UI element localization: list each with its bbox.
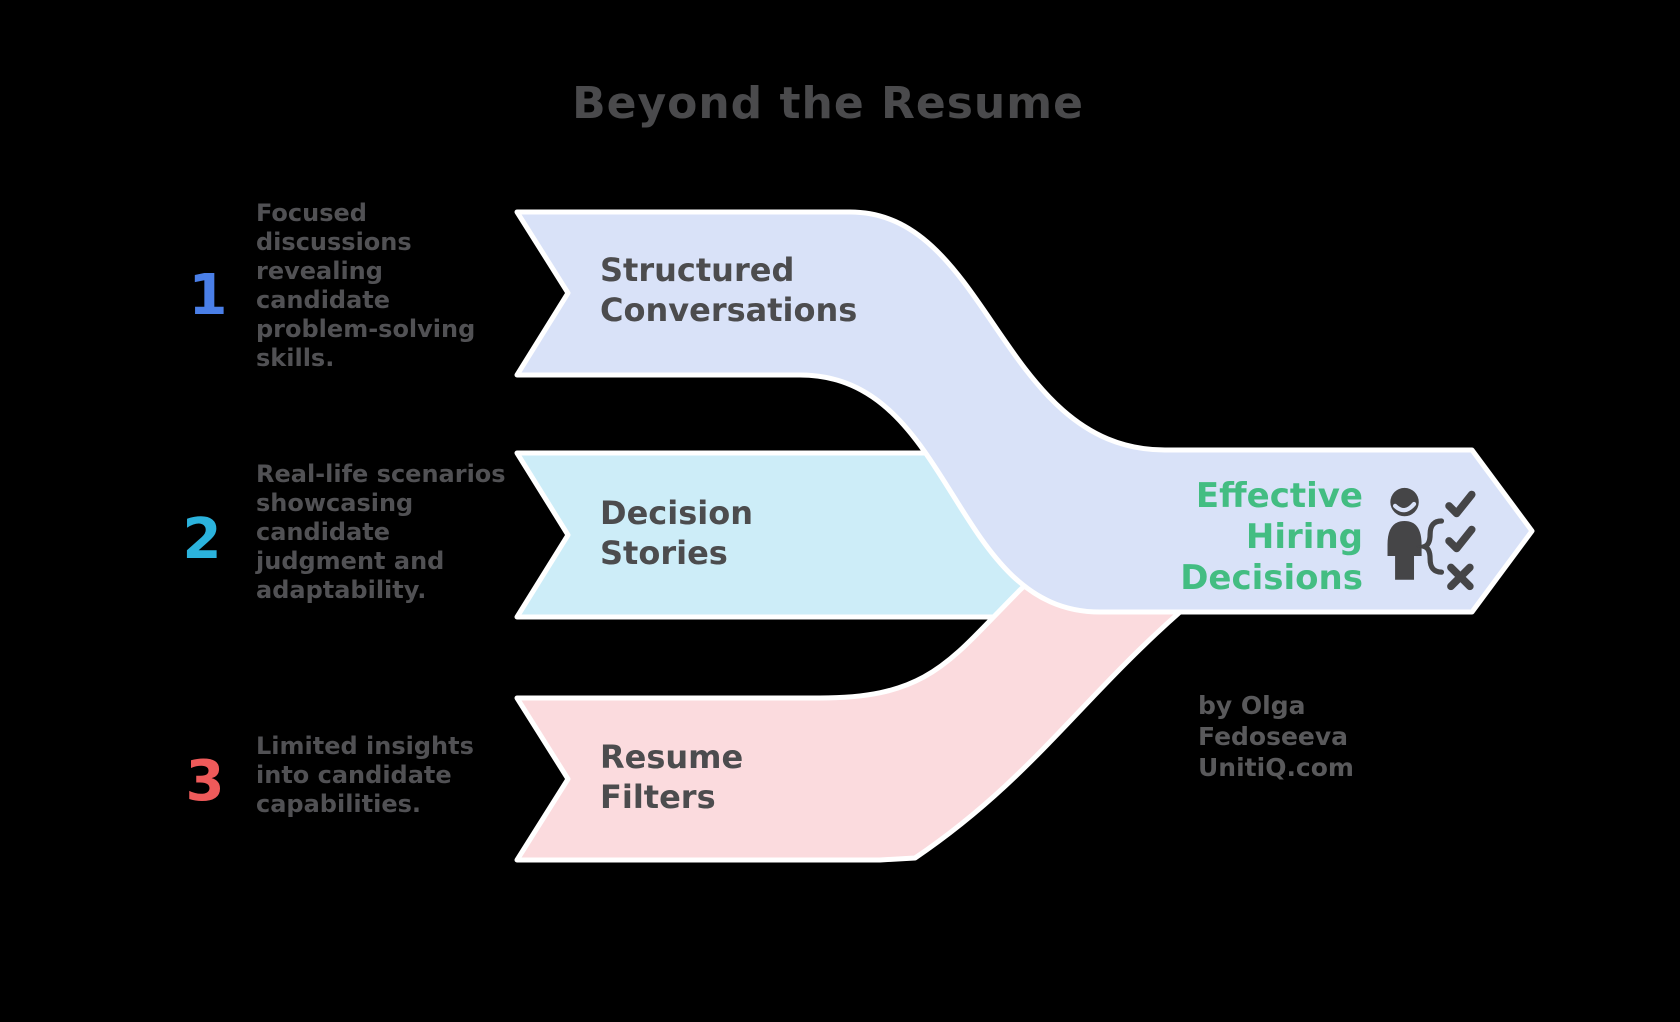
step-1-number: 1 xyxy=(188,263,228,328)
text-line: into candidate xyxy=(256,761,452,789)
text-line: capabilities. xyxy=(256,790,422,818)
text-line: Focused xyxy=(256,199,367,227)
text-line: adaptability. xyxy=(256,576,427,604)
text-line: revealing xyxy=(256,257,383,285)
checklist-bracket xyxy=(1416,518,1445,575)
step-3-number: 3 xyxy=(185,749,225,814)
text-line: candidate xyxy=(256,518,391,546)
text-line: judgment and xyxy=(256,547,445,575)
credit-site: UnitiQ.com xyxy=(1198,753,1354,782)
x-icon xyxy=(1447,563,1474,591)
text-line: problem-solving xyxy=(256,315,476,343)
text-line: skills. xyxy=(256,344,335,372)
text-line: Resume xyxy=(600,738,744,776)
person-smile xyxy=(1392,501,1417,513)
text-line: Limited insights xyxy=(256,732,474,760)
page-title: Beyond the Resume xyxy=(572,78,1084,129)
text-line: Structured xyxy=(600,251,795,289)
credit: by Olga Fedoseeva UnitiQ.com xyxy=(1198,690,1458,783)
text-line: Effective xyxy=(1195,476,1363,516)
text-line: candidate xyxy=(256,286,391,314)
flow-ribbon-structured-conversations-output-arrow xyxy=(514,209,1535,615)
text-line: showcasing xyxy=(256,489,414,517)
text-line: Decisions xyxy=(1180,558,1363,598)
credit-author: by Olga Fedoseeva xyxy=(1198,691,1349,751)
text-line: Decision xyxy=(600,494,753,532)
person-checklist-icon xyxy=(1387,487,1476,591)
step-2-number: 2 xyxy=(182,507,222,572)
person-body xyxy=(1387,521,1422,580)
flow-ribbon-decision-stories xyxy=(514,450,1063,620)
text-line: Filters xyxy=(600,778,716,816)
check-icon xyxy=(1445,490,1476,518)
check-icon xyxy=(1445,525,1476,553)
text-line: Conversations xyxy=(600,291,858,329)
text-line: Stories xyxy=(600,534,728,572)
text-line: Real-life scenarios xyxy=(256,460,506,488)
text-line: Hiring xyxy=(1245,517,1363,557)
text-line: discussions xyxy=(256,228,412,256)
